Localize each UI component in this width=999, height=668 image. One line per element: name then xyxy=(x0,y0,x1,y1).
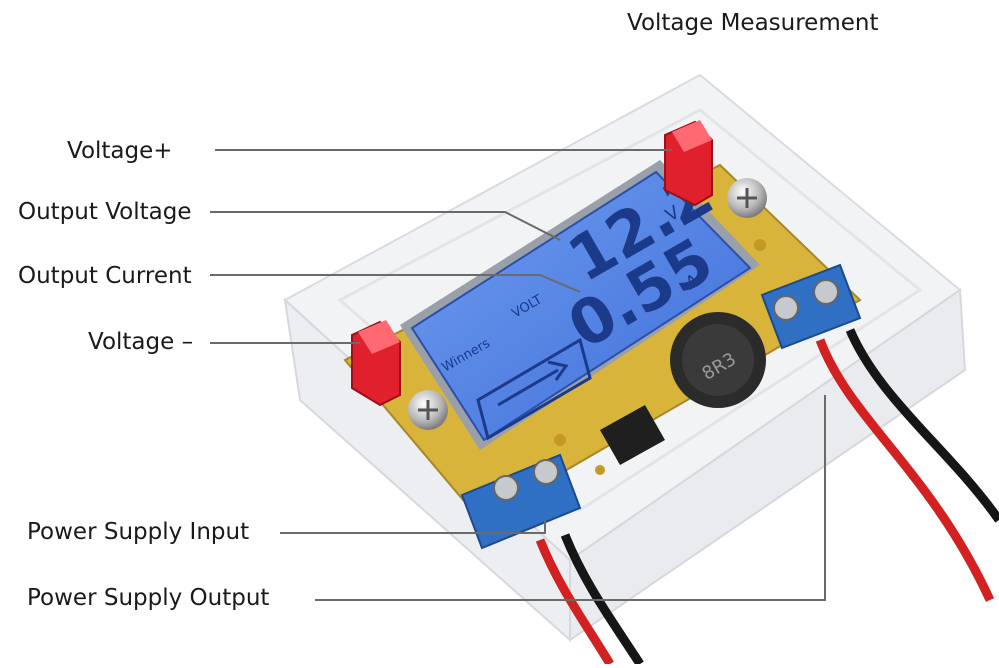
voltage-plus-button xyxy=(664,120,713,207)
voltage-minus-button xyxy=(351,320,401,407)
power-output-leader xyxy=(315,395,826,601)
output-wires xyxy=(815,328,999,602)
input-wires xyxy=(535,533,644,667)
output-voltage-label: Output Voltage xyxy=(18,199,192,225)
screw-icon xyxy=(408,390,448,430)
power-supply-output-label: Power Supply Output xyxy=(27,585,270,611)
input-terminal-block xyxy=(460,453,582,550)
voltage-plus-label: Voltage+ xyxy=(67,138,173,164)
output-current-label: Output Current xyxy=(18,263,192,289)
lcd-arrow-icon xyxy=(497,360,569,407)
screw-icon xyxy=(727,178,767,218)
ic-chip xyxy=(600,405,665,465)
lcd-arrow-frame xyxy=(476,337,592,441)
inductor: 8R3 xyxy=(670,312,766,408)
voltage-minus-label: Voltage – xyxy=(88,329,194,355)
power-supply-input-label: Power Supply Input xyxy=(27,519,250,545)
power-input-leader xyxy=(280,520,546,534)
voltage-measurement-title: Voltage Measurement xyxy=(627,10,879,36)
output-voltage-leader xyxy=(210,211,561,241)
output-current-leader xyxy=(210,274,581,293)
leader-lines xyxy=(210,149,826,601)
output-terminal-block xyxy=(760,263,862,350)
